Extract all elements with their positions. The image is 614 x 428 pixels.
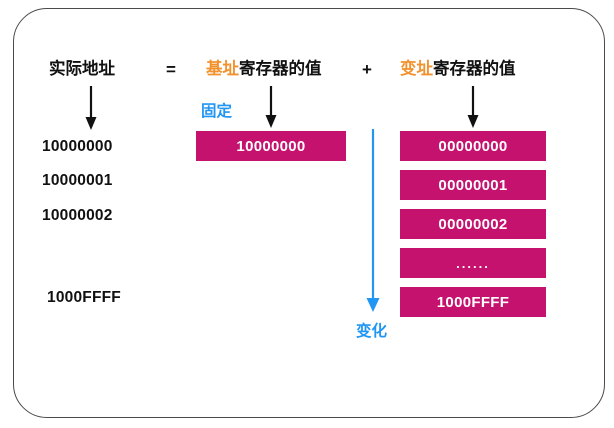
label-index-register-value: 变址寄存器的值 bbox=[400, 61, 516, 78]
index-register-value-box-ellipsis: ...... bbox=[400, 248, 546, 278]
address-row: 10000000 bbox=[42, 138, 113, 155]
index-register-value-box: 00000000 bbox=[400, 131, 546, 161]
index-register-value-box: 00000002 bbox=[400, 209, 546, 239]
slide-frame-border bbox=[13, 8, 605, 418]
base-keyword: 基址 bbox=[206, 60, 239, 78]
base-suffix: 寄存器的值 bbox=[239, 60, 322, 78]
address-row: 10000001 bbox=[42, 172, 113, 189]
label-actual-address: 实际地址 bbox=[49, 60, 115, 78]
label-base-register-value: 基址寄存器的值 bbox=[206, 61, 322, 78]
arrow-down-variation bbox=[366, 129, 380, 312]
index-register-value-box: 00000001 bbox=[400, 170, 546, 200]
base-register-value-box: 10000000 bbox=[196, 131, 346, 161]
address-row: 10000002 bbox=[42, 207, 113, 224]
arrow-down-index-register bbox=[467, 86, 479, 128]
address-row: 1000FFFF bbox=[47, 289, 121, 306]
index-suffix: 寄存器的值 bbox=[433, 60, 516, 78]
arrow-down-actual-address bbox=[85, 86, 97, 130]
annotation-fixed: 固定 bbox=[201, 103, 233, 120]
arrow-down-base-register bbox=[265, 86, 277, 128]
equals-sign: = bbox=[166, 60, 176, 79]
index-keyword: 变址 bbox=[400, 60, 433, 78]
annotation-changing: 变化 bbox=[356, 323, 388, 340]
index-register-value-box: 1000FFFF bbox=[400, 287, 546, 317]
plus-sign: + bbox=[362, 60, 372, 79]
